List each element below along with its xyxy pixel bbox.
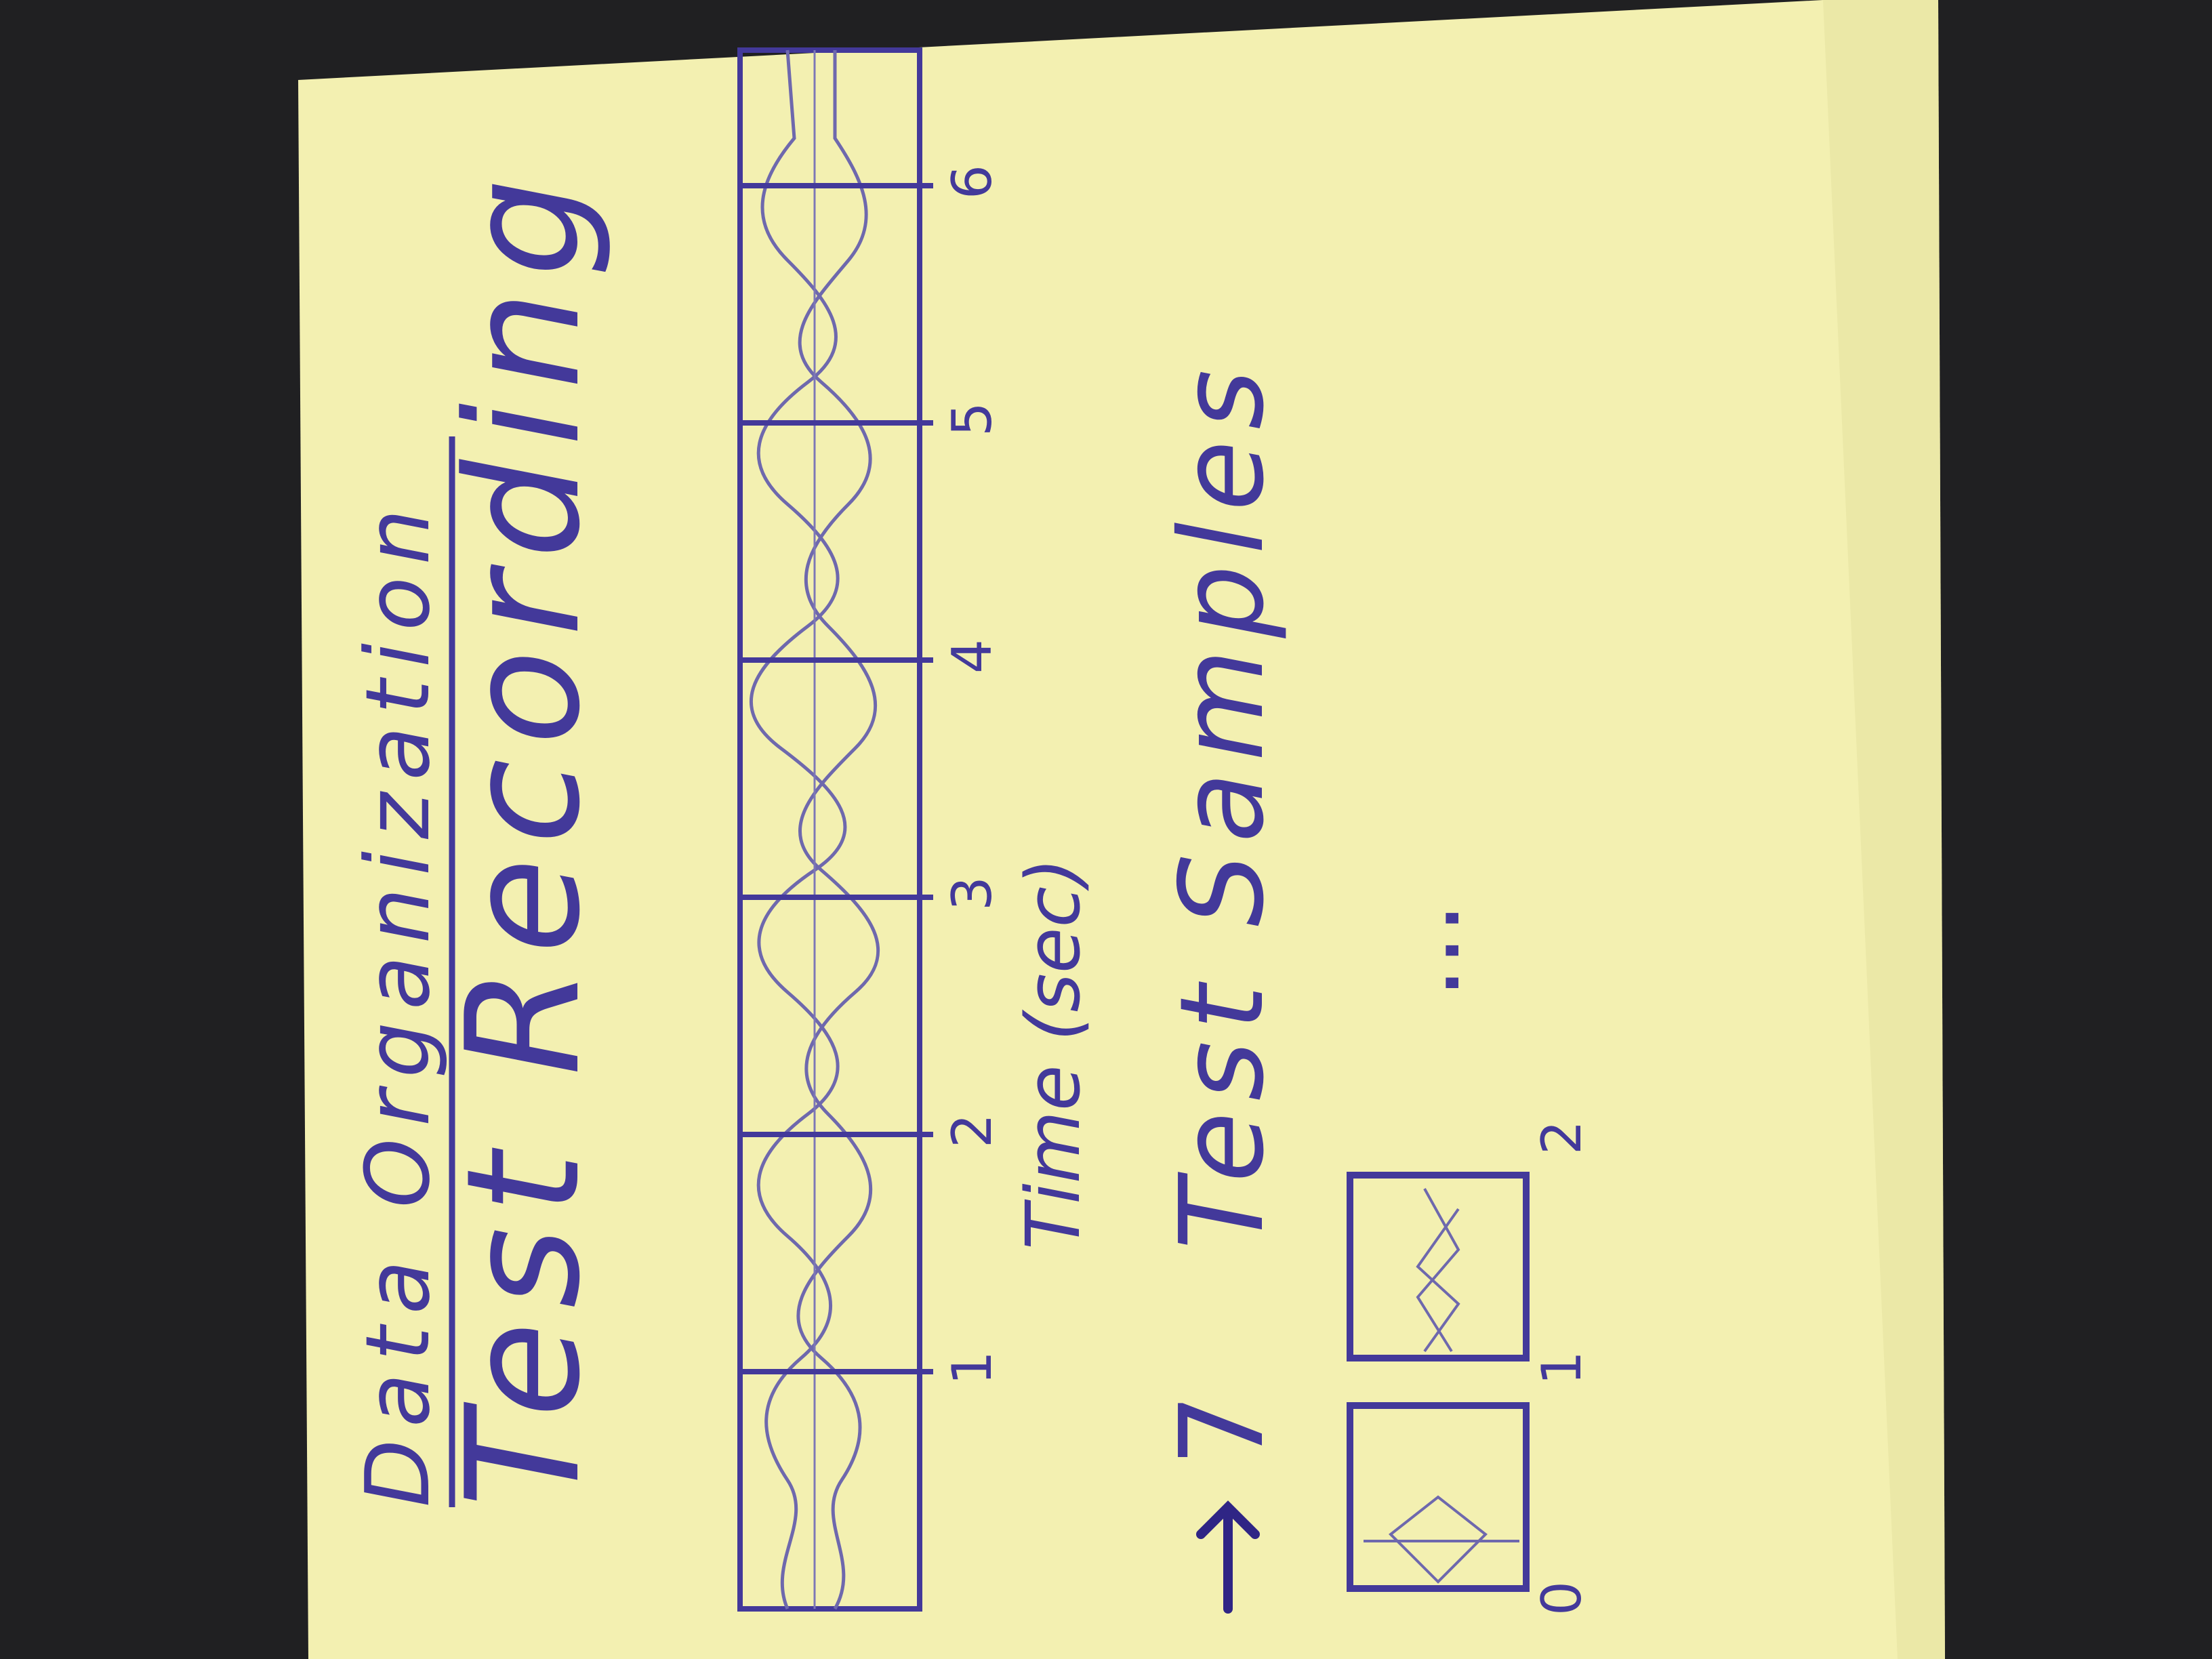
sample-box (1347, 1402, 1530, 1592)
tick-label: 1 (941, 1351, 1004, 1385)
paper-shadow (1823, 0, 1945, 1659)
strip-frame (737, 47, 922, 1612)
sample-boxes: ... 0 1 2 (1347, 902, 1593, 1616)
samples-count: 7 (1155, 1393, 1290, 1467)
strip-dividers (740, 183, 933, 1374)
sample-index: 2 (1530, 1120, 1593, 1155)
sample-wave (1416, 1188, 1460, 1353)
sample-box (1347, 1172, 1530, 1361)
waveform-trace-b (796, 50, 880, 1610)
tick-label: 5 (941, 402, 1004, 436)
tick-label: 3 (941, 876, 1004, 911)
tick-label: 4 (941, 639, 1004, 674)
sample-index: 0 (1530, 1581, 1593, 1616)
note-heading: Data Organization (346, 497, 449, 1507)
axis-label: Time (sec) (1010, 857, 1097, 1250)
note-content: Data Organization Test Recording 1 2 (346, 47, 1593, 1616)
sticky-note (298, 0, 1945, 1659)
recording-strip (737, 47, 933, 1612)
ellipsis: ... (1365, 902, 1483, 999)
samples-line: 7 Test Samples (1155, 359, 1290, 1614)
sample-index: 1 (1530, 1351, 1593, 1385)
arrow-icon (1196, 1500, 1260, 1614)
samples-label: Test Samples (1155, 359, 1290, 1250)
note-title: Test Recording (434, 165, 615, 1507)
time-axis: 1 2 3 4 5 6 (941, 165, 1004, 1385)
sample-wave (1364, 1495, 1519, 1584)
tick-label: 2 (941, 1113, 1004, 1148)
waveform-trace-a (750, 49, 847, 1610)
tick-label: 6 (941, 165, 1004, 199)
